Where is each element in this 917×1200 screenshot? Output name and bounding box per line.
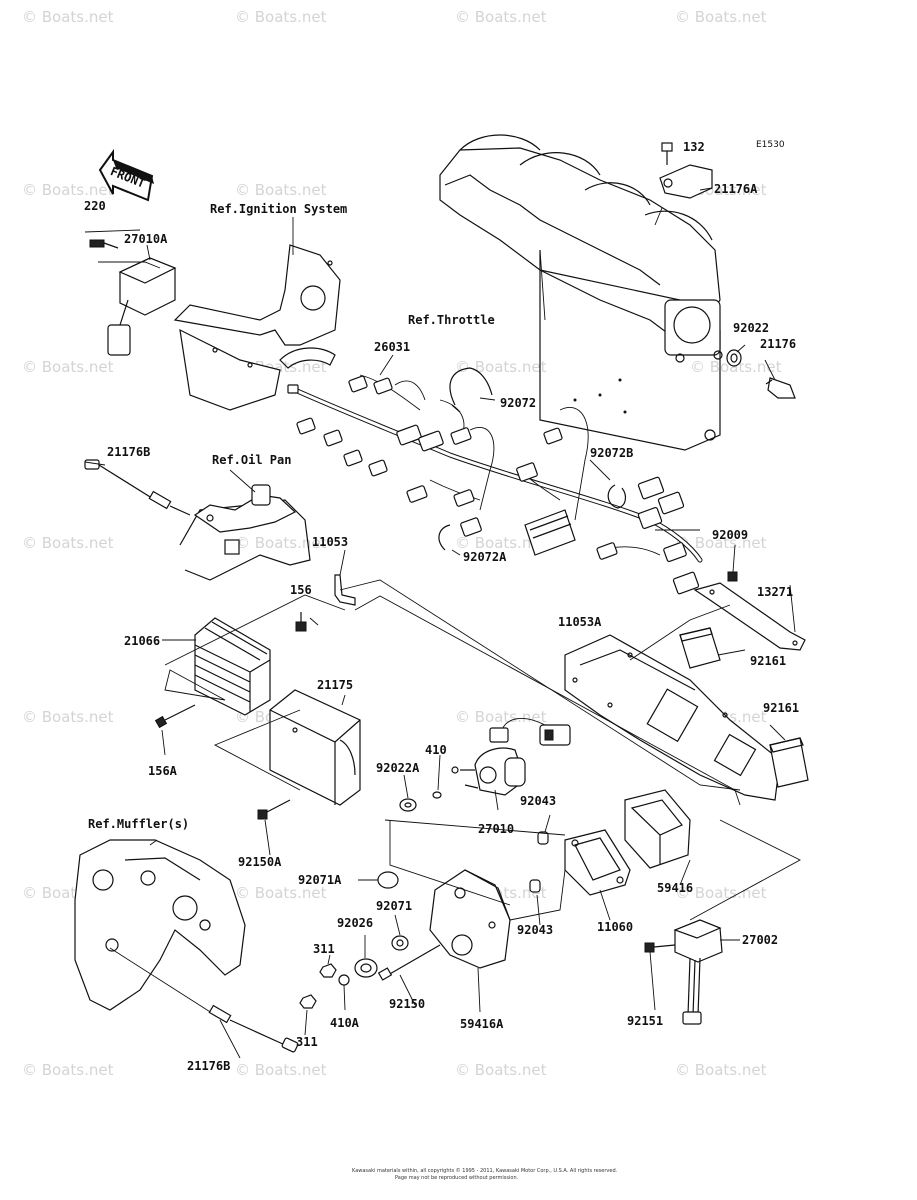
part-label-27002[interactable]: 27002 <box>742 933 778 947</box>
part-label-92151[interactable]: 92151 <box>627 1014 663 1028</box>
ecu-21175 <box>257 689 361 820</box>
watermark: © Boats.net <box>235 884 327 902</box>
copyright-line-2: Page may not be reproduced without permi… <box>395 1175 519 1181</box>
part-label-92072a[interactable]: 92072A <box>463 550 507 564</box>
watermark: © Boats.net <box>455 1061 547 1079</box>
watermark: © Boats.net <box>22 358 114 376</box>
sensor-27002 <box>644 919 723 1025</box>
watermark: © Boats.net <box>455 534 547 552</box>
watermark: © Boats.net <box>455 8 547 26</box>
ref-throttle: Ref.Throttle <box>408 313 495 327</box>
part-label-21176[interactable]: 21176 <box>760 337 796 351</box>
part-label-311-b[interactable]: 311 <box>296 1035 318 1049</box>
part-label-92043-a[interactable]: 92043 <box>520 794 556 808</box>
housing-59416a <box>429 869 511 969</box>
part-label-132[interactable]: 132 <box>683 140 705 154</box>
part-label-92009[interactable]: 92009 <box>712 528 748 542</box>
part-label-26031[interactable]: 26031 <box>374 340 410 354</box>
part-label-11053[interactable]: 11053 <box>312 535 348 549</box>
cover-59416 <box>624 789 691 869</box>
part-label-92022[interactable]: 92022 <box>733 321 769 335</box>
gasket-11060 <box>564 829 631 896</box>
part-label-92161-b[interactable]: 92161 <box>763 701 799 715</box>
part-label-311-a[interactable]: 311 <box>313 942 335 956</box>
part-label-92072[interactable]: 92072 <box>500 396 536 410</box>
part-label-27010a[interactable]: 27010A <box>124 232 168 246</box>
part-label-21176a[interactable]: 21176A <box>714 182 758 196</box>
sensor-21176 <box>726 349 796 399</box>
part-label-92150[interactable]: 92150 <box>389 997 425 1011</box>
watermark: © Boats.net <box>455 708 547 726</box>
part-label-220[interactable]: 220 <box>84 199 106 213</box>
pads-92161 <box>679 627 809 788</box>
part-label-92043-b[interactable]: 92043 <box>517 923 553 937</box>
part-label-21176b-top[interactable]: 21176B <box>107 445 150 459</box>
sensor-21176b-bottom <box>109 947 299 1053</box>
ref-ignition-system: Ref.Ignition System <box>210 202 347 216</box>
throttle-body <box>439 134 723 451</box>
watermark: © Boats.net <box>455 358 547 376</box>
part-label-59416[interactable]: 59416 <box>657 881 693 895</box>
muffler <box>74 839 246 1011</box>
watermark: © Boats.net <box>235 534 327 552</box>
part-label-27010[interactable]: 27010 <box>478 822 514 836</box>
sensor-21176b-top <box>84 459 191 516</box>
part-label-156a[interactable]: 156A <box>148 764 178 778</box>
watermark: © Boats.net <box>675 884 767 902</box>
dowels-92043 <box>529 831 549 893</box>
part-label-410[interactable]: 410 <box>425 743 447 757</box>
watermark: © Boats.net <box>235 181 327 199</box>
nuts-311-washer-410a <box>299 963 350 1009</box>
part-label-410a[interactable]: 410A <box>330 1016 360 1030</box>
watermark: © Boats.net <box>22 8 114 26</box>
reference-lines <box>84 187 801 1059</box>
watermark: © Boats.net <box>675 8 767 26</box>
clamps <box>438 367 627 551</box>
part-label-21066[interactable]: 21066 <box>124 634 160 648</box>
watermark: © Boats.net <box>22 181 114 199</box>
watermark: © Boats.net <box>235 8 327 26</box>
part-label-21175[interactable]: 21175 <box>317 678 353 692</box>
watermark: © Boats.net <box>22 1061 114 1079</box>
part-label-59416a[interactable]: 59416A <box>460 1017 504 1031</box>
part-label-92161-a[interactable]: 92161 <box>750 654 786 668</box>
part-label-92022a[interactable]: 92022A <box>376 761 420 775</box>
watermark: © Boats.net <box>690 358 782 376</box>
watermark: © Boats.net <box>22 708 114 726</box>
watermark: © Boats.net <box>22 534 114 552</box>
wiring-harness-26031 <box>287 374 703 595</box>
part-label-92071a[interactable]: 92071A <box>298 873 342 887</box>
part-label-92071[interactable]: 92071 <box>376 899 412 913</box>
watermark: © Boats.net <box>675 534 767 552</box>
oil-pan <box>179 484 311 581</box>
ignition-bracket <box>173 244 341 411</box>
washers-410-92022a <box>399 791 442 812</box>
small-parts-92071-92026 <box>354 871 441 981</box>
part-label-156[interactable]: 156 <box>290 583 312 597</box>
diagram-code: E1530 <box>756 140 785 150</box>
part-label-11060[interactable]: 11060 <box>597 920 633 934</box>
bracket-11053a <box>564 634 781 801</box>
part-label-92072b[interactable]: 92072B <box>590 446 633 460</box>
part-label-21176b-bottom[interactable]: 21176B <box>187 1059 230 1073</box>
ref-oil-pan: Ref.Oil Pan <box>212 453 291 467</box>
relay-27010a <box>89 239 177 356</box>
regulator-21066 <box>154 617 271 729</box>
starter-relay-27010 <box>451 718 571 796</box>
part-label-11053a[interactable]: 11053A <box>558 615 602 629</box>
part-label-13271[interactable]: 13271 <box>757 585 793 599</box>
watermark: © Boats.net <box>235 1061 327 1079</box>
bracket-11053 <box>295 574 356 632</box>
part-label-92026[interactable]: 92026 <box>337 916 373 930</box>
part-label-92150a[interactable]: 92150A <box>238 855 282 869</box>
copyright-line-1: Kawasaki materials within, all copyright… <box>352 1167 618 1174</box>
watermark: © Boats.net <box>675 1061 767 1079</box>
ref-muffler: Ref.Muffler(s) <box>88 817 189 831</box>
